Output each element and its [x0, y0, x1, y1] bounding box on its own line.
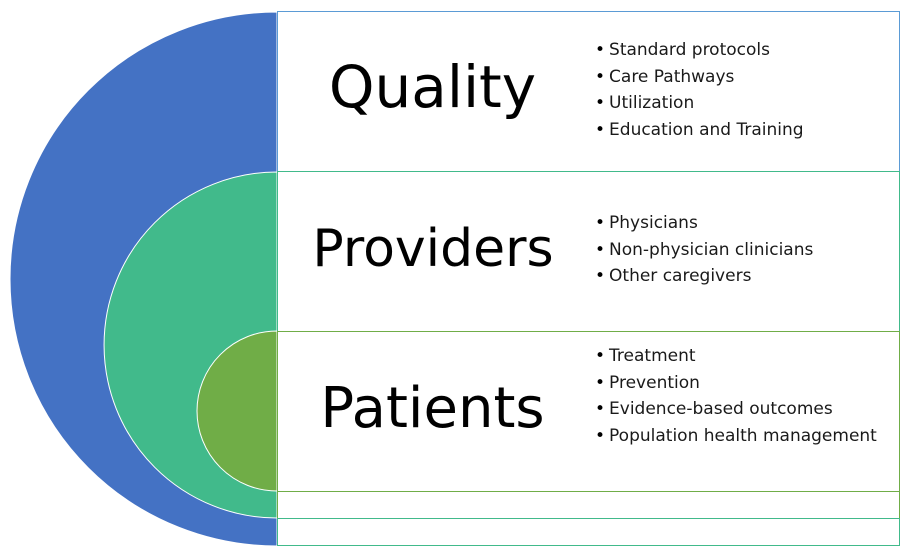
- quality-title: Quality: [328, 53, 537, 121]
- list-item: Other caregivers: [595, 263, 813, 290]
- patients-bullet-list: Treatment Prevention Evidence-based outc…: [595, 343, 877, 450]
- patients-title: Patients: [320, 376, 545, 441]
- list-item: Population health management: [595, 423, 877, 450]
- list-item: Evidence-based outcomes: [595, 396, 877, 423]
- list-item: Prevention: [595, 370, 877, 397]
- quality-bullet-list: Standard protocols Care Pathways Utiliza…: [595, 37, 804, 144]
- list-item: Physicians: [595, 210, 813, 237]
- list-item: Care Pathways: [595, 64, 804, 91]
- lower-strip-border: [277, 491, 900, 519]
- patients-arc: [196, 330, 278, 492]
- list-item: Standard protocols: [595, 37, 804, 64]
- list-item: Utilization: [595, 90, 804, 117]
- providers-title: Providers: [312, 219, 554, 279]
- list-item: Education and Training: [595, 117, 804, 144]
- list-item: Treatment: [595, 343, 877, 370]
- bottom-strip-border: [277, 518, 900, 546]
- list-item: Non-physician clinicians: [595, 237, 813, 264]
- providers-bullet-list: Physicians Non-physician clinicians Othe…: [595, 210, 813, 290]
